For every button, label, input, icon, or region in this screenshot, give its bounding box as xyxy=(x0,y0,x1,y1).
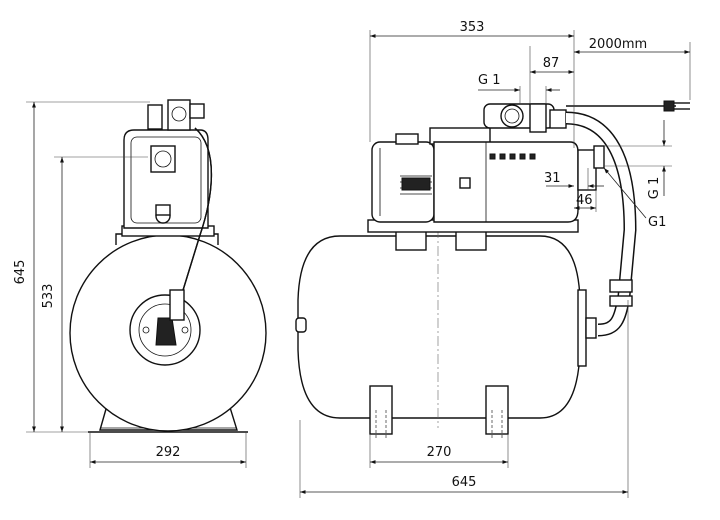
front-view-foot-right xyxy=(485,385,509,435)
dim-tank-length: 645 xyxy=(452,475,477,490)
side-view-pump-body xyxy=(123,129,209,229)
dim-side-pump-height: 533 xyxy=(41,284,56,309)
label-suction-thread: G1 xyxy=(648,215,666,230)
dim-side-base-width: 292 xyxy=(156,445,181,460)
dim-foot-spacing: 270 xyxy=(427,445,452,460)
dim-cable-length: 2000mm xyxy=(589,37,647,52)
dim-outlet-offset: 87 xyxy=(543,56,560,71)
dim-side-total-height: 645 xyxy=(13,260,28,285)
label-right-connection-thread: G 1 xyxy=(647,177,662,199)
front-view: 353 2000mm 87 G 1 G 1 31 46 G1 270 645 xyxy=(295,20,691,498)
front-view-foot-left xyxy=(369,385,393,435)
dim-front-total-width: 353 xyxy=(460,20,485,35)
dim-inlet-offset-46: 46 xyxy=(576,193,593,208)
side-view: 645 533 292 xyxy=(13,99,267,468)
front-view-pump-housing xyxy=(433,141,579,223)
dim-inlet-offset-31: 31 xyxy=(544,171,561,186)
front-view-tank xyxy=(297,235,581,419)
label-outlet-thread: G 1 xyxy=(478,73,500,88)
